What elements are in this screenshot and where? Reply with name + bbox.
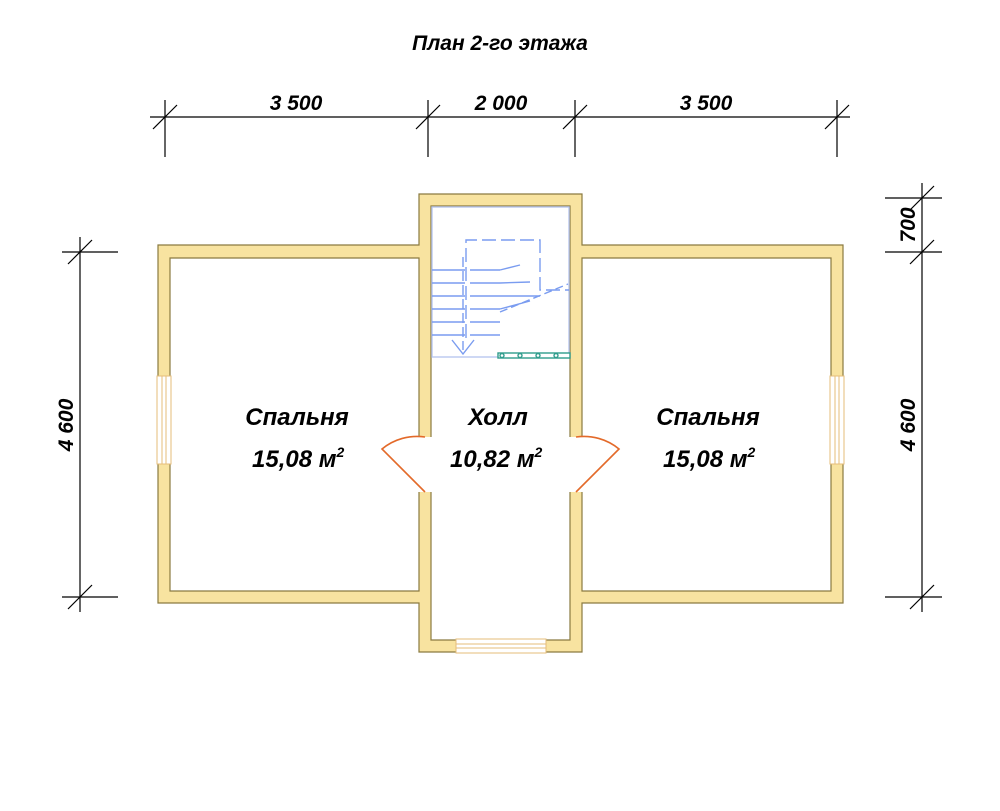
dim-top-middle: 2 000 bbox=[474, 92, 528, 115]
room-area: 10,82 м2 bbox=[450, 444, 542, 473]
door-left bbox=[380, 435, 426, 493]
walls bbox=[157, 193, 844, 653]
dim-top-right: 3 500 bbox=[680, 92, 733, 115]
windows bbox=[156, 375, 845, 654]
dim-top-left: 3 500 bbox=[270, 92, 323, 115]
room-name: Спальня bbox=[245, 404, 348, 431]
room-area: 15,08 м2 bbox=[252, 444, 344, 473]
door-right bbox=[575, 435, 621, 493]
plan-title: План 2-го этажа bbox=[412, 32, 588, 55]
dimension-lines bbox=[62, 100, 942, 612]
window-bottom bbox=[455, 638, 547, 654]
room-bedroom-right: Спальня 15,08 м2 bbox=[656, 404, 759, 473]
room-name: Спальня bbox=[656, 404, 759, 431]
room-hall: Холл 10,82 м2 bbox=[450, 404, 542, 473]
stair-railing bbox=[497, 352, 571, 359]
dim-right: 4 600 bbox=[897, 398, 920, 452]
staircase bbox=[431, 206, 570, 358]
room-area: 15,08 м2 bbox=[663, 444, 755, 473]
room-bedroom-left: Спальня 15,08 м2 bbox=[245, 404, 348, 473]
dim-right-top: 700 bbox=[897, 207, 920, 242]
doors bbox=[380, 435, 621, 493]
window-right bbox=[829, 375, 845, 465]
room-name: Холл bbox=[466, 404, 528, 431]
window-left bbox=[156, 375, 172, 465]
dim-left: 4 600 bbox=[55, 398, 78, 452]
